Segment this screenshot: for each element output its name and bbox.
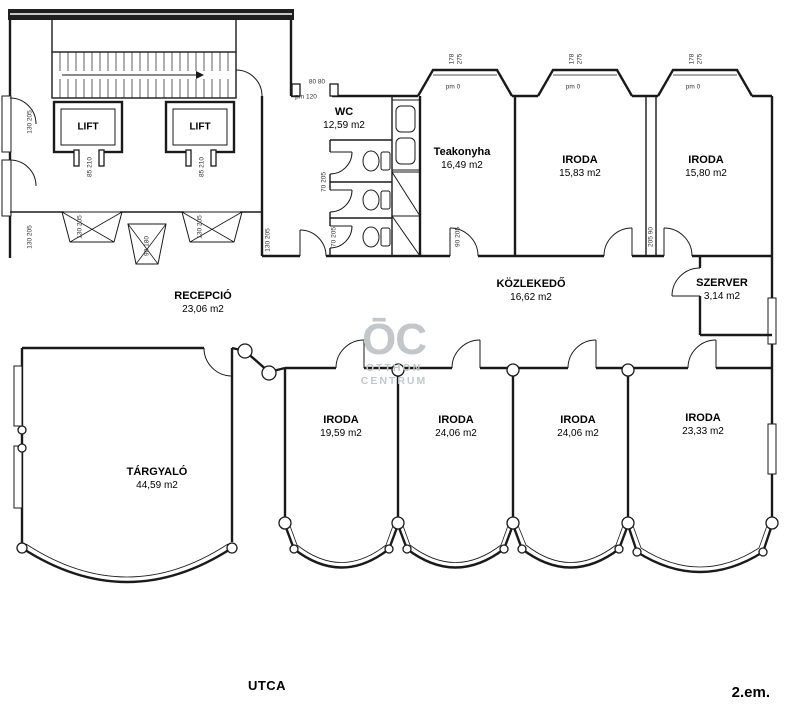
dimension-label: 275 [576,53,584,65]
room-area: 16,49 m2 [441,160,483,172]
staircase [51,51,237,99]
dimension-label: 130 205 [26,225,34,249]
room-label-wc: WC 12,59 m2 [323,105,365,132]
watermark: ŌC OTTHON CENTRUM [361,318,428,388]
dimension-label: 130 205 [76,215,84,239]
room-name: SZERVER [696,277,748,289]
room-label-teakonyha: Teakonyha 16,49 m2 [434,145,491,172]
room-area: 23,33 m2 [682,426,724,438]
room-label-targyalo: TÁRGYALÓ 44,59 m2 [127,465,188,492]
room-area: 12,59 m2 [323,120,365,132]
dimension-label: pm 0 [565,83,581,91]
room-name: WC [334,106,354,118]
otthon-centrum-logo-icon: ŌC [362,315,427,364]
watermark-line1: OTTHON [365,362,423,374]
dimension-label: 80 80 [308,78,326,86]
dimension-label: 178 [688,53,696,65]
lobby-block [1,9,294,258]
dimension-label: 275 [456,53,464,65]
top-room-doors [299,227,693,257]
dimension-label: 90 180 [143,236,151,256]
dimension-label: pm 0 [445,83,461,91]
dimension-label: 205 90 [647,227,655,247]
room-name: IRODA [438,414,474,426]
columns [237,343,779,530]
room-label-szerver: SZERVER 3,14 m2 [696,276,748,303]
room-name: IRODA [562,154,598,166]
room-area: 15,80 m2 [685,168,727,180]
room-area: 24,06 m2 [557,428,599,440]
room-name: IRODA [685,412,721,424]
watermark-line2: CENTRUM [360,375,428,388]
bottom-wing-walls [231,339,772,525]
room-area: 23,06 m2 [182,304,224,316]
room-area: 16,62 m2 [510,292,552,304]
dimension-label: 130 205 [196,215,204,239]
room-area: 24,06 m2 [435,428,477,440]
street-label: UTCA [247,678,287,693]
top-wing-walls [262,68,777,525]
room-name: KÖZLEKEDŐ [496,278,566,290]
room-label-iroda-top-1: IRODA 15,83 m2 [559,153,601,180]
room-area: 3,14 m2 [703,291,741,303]
room-name: IRODA [688,154,724,166]
room-name: Teakonyha [433,146,491,158]
dimension-label: 85 210 [86,157,94,177]
dimension-label: pm 0 [685,83,701,91]
dimension-label: 130 205 [26,110,34,134]
bottom-bay-windows [283,522,774,574]
room-area: 15,83 m2 [559,168,601,180]
dimension-label: 178 [448,53,456,65]
elevators [52,100,236,167]
room-name: TÁRGYALÓ [126,466,188,478]
room-label-iroda-bot-4: IRODA 23,33 m2 [682,411,724,438]
room-label-iroda-bot-1: IRODA 19,59 m2 [320,413,362,440]
dimension-label: 85 210 [198,157,206,177]
room-label-iroda-top-2: IRODA 15,80 m2 [685,153,727,180]
reception-glazing [10,96,264,265]
room-area: 44,59 m2 [136,480,178,492]
dimension-label: 70 205 [320,172,328,192]
room-label-iroda-bot-3: IRODA 24,06 m2 [557,413,599,440]
dimension-label: 275 [696,53,704,65]
dimension-label: pm 120 [295,93,317,101]
room-name: IRODA [560,414,596,426]
room-label-kozlekedo: KÖZLEKEDŐ 16,62 m2 [496,277,565,304]
szerver-room [671,256,772,337]
room-area: 19,59 m2 [320,428,362,440]
room-label-iroda-bot-2: IRODA 24,06 m2 [435,413,477,440]
dimension-label: 70 205 [330,227,338,247]
dimension-label: 178 [568,53,576,65]
room-name: IRODA [323,414,359,426]
wc-fixtures [329,96,421,257]
room-label-recepcio: RECEPCIÓ 23,06 m2 [174,289,231,316]
targyalo-room [13,346,238,584]
dimension-label: 130 205 [264,228,272,252]
room-label-lift-right: LIFT [189,121,211,133]
dimension-label: 90 205 [454,227,462,247]
room-name: RECEPCIÓ [174,290,232,302]
room-label-lift-left: LIFT [77,121,99,133]
floor-number-label: 2.em. [731,684,770,701]
